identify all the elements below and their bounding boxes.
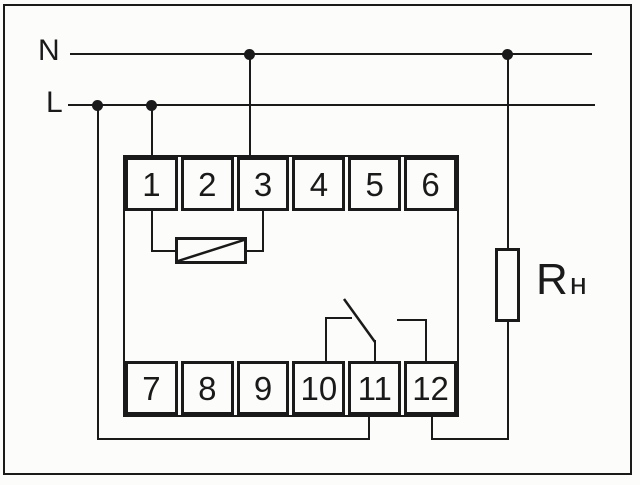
- wire-terminal11-down: [368, 415, 370, 440]
- terminal-block-bottom: 7 8 9 10 11 12: [125, 361, 457, 415]
- junction-dot: [502, 49, 513, 60]
- junction-dot: [244, 49, 255, 60]
- wire-terminal1-to-coil: [151, 211, 153, 252]
- terminal-10: 10: [292, 361, 346, 415]
- terminal-2: 2: [180, 157, 234, 211]
- terminal-block-top: 1 2 3 4 5 6: [125, 157, 457, 211]
- neutral-label: N: [38, 34, 61, 67]
- contact-fixed-left: [325, 317, 352, 319]
- terminal-1: 1: [125, 157, 178, 211]
- contact-fixed-left: [325, 318, 327, 362]
- coil-diagonal-icon: [178, 240, 244, 261]
- wire-phase-to-terminal1: [151, 105, 153, 157]
- contact-blade-icon: [342, 298, 377, 343]
- terminal-4: 4: [292, 157, 346, 211]
- wire-coil-to-terminal3: [246, 250, 263, 252]
- wire-phase-to-bottom-left: [97, 105, 99, 439]
- contact-blade-stem: [374, 340, 376, 362]
- load-label-sub: н: [569, 266, 587, 301]
- load-label: R н: [536, 258, 587, 302]
- junction-dot: [146, 100, 157, 111]
- terminal-6: 6: [404, 157, 457, 211]
- terminal-5: 5: [348, 157, 402, 211]
- phase-line: [68, 104, 595, 106]
- terminal-9: 9: [236, 361, 290, 415]
- wire-neutral-to-terminal3: [249, 54, 251, 158]
- wire-neutral-to-load: [507, 54, 509, 250]
- contact-fixed-right: [397, 319, 427, 321]
- wire-coil-to-terminal3: [262, 211, 264, 252]
- junction-dot: [92, 100, 103, 111]
- terminal-12: 12: [404, 361, 457, 415]
- terminal-7: 7: [125, 361, 178, 415]
- wire-terminal1-to-coil: [151, 250, 177, 252]
- wire-phase-to-terminal11: [97, 438, 370, 440]
- device-outline: [123, 155, 459, 417]
- diagram-frame: [3, 4, 632, 475]
- phase-label: L: [46, 86, 64, 119]
- coil-symbol: [175, 237, 247, 264]
- contact-fixed-right: [425, 319, 427, 362]
- terminal-11: 11: [348, 361, 402, 415]
- terminal-3: 3: [236, 157, 290, 211]
- wire-terminal12-to-load: [431, 438, 509, 440]
- wire-terminal12-down: [431, 415, 433, 440]
- wire-load-bottom: [507, 322, 509, 440]
- terminal-8: 8: [180, 361, 234, 415]
- load-label-main: R: [536, 255, 568, 304]
- load-resistor-symbol: [495, 248, 520, 322]
- neutral-line: [70, 53, 592, 55]
